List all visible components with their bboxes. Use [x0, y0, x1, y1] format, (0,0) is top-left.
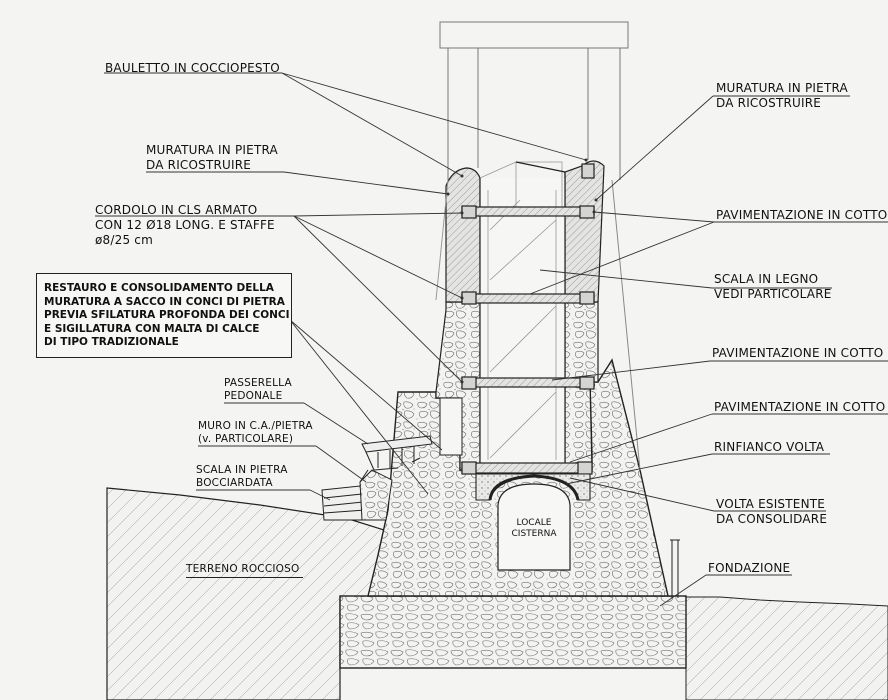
label-cisterna: LOCALE CISTERNA: [500, 518, 568, 540]
label-pavimentazione-2: PAVIMENTAZIONE IN COTTO: [712, 346, 884, 360]
label-muro: MURO IN C.A./PIETRA (v. PARTICOLARE): [198, 420, 313, 446]
label-cordolo-line1: CORDOLO IN CLS ARMATO: [95, 203, 258, 217]
label-rinfianco: RINFIANCO VOLTA: [714, 440, 825, 454]
label-scala-legno: SCALA IN LEGNO VEDI PARTICOLARE: [714, 272, 832, 302]
label-terreno: TERRENO ROCCIOSO: [186, 563, 304, 578]
label-restauro-line1: RESTAURO E CONSOLIDAMENTO DELLA: [44, 282, 274, 294]
label-volta-line2: DA CONSOLIDARE: [716, 512, 828, 526]
label-passerella: PASSERELLA PEDONALE: [224, 377, 292, 403]
label-cordolo: CORDOLO IN CLS ARMATO CON 12 Ø18 LONG. E…: [95, 203, 275, 248]
label-bauletto: BAULETTO IN COCCIOPESTO: [105, 61, 280, 75]
label-muro-line1: MURO IN C.A./PIETRA: [198, 420, 313, 432]
label-muratura-right: MURATURA IN PIETRA DA RICOSTRUIRE: [716, 81, 848, 111]
label-passerella-line1: PASSERELLA: [224, 377, 292, 389]
restauro-note-box: [36, 273, 292, 358]
label-restauro-line3: PREVIA SFILATURA PROFONDA DEI CONCI: [44, 309, 290, 321]
label-cordolo-line2: CON 12 Ø18 LONG. E STAFFE: [95, 218, 275, 232]
label-muratura-left: MURATURA IN PIETRA DA RICOSTRUIRE: [146, 143, 278, 173]
label-restauro-line2: MURATURA A SACCO IN CONCI DI PIETRA: [44, 295, 285, 308]
label-muratura-left-line1: MURATURA IN PIETRA: [146, 143, 278, 157]
label-volta-line1: VOLTA ESISTENTE: [716, 497, 826, 511]
label-volta: VOLTA ESISTENTE DA CONSOLIDARE: [716, 497, 827, 527]
label-pavimentazione-1: PAVIMENTAZIONE IN COTTO: [716, 208, 888, 222]
label-scala-pietra: SCALA IN PIETRA BOCCIARDATA: [196, 464, 288, 490]
label-passerella-line2: PEDONALE: [224, 390, 283, 402]
label-cordolo-line3: ø8/25 cm: [95, 233, 153, 247]
label-scala-legno-line1: SCALA IN LEGNO: [714, 272, 819, 286]
label-fondazione: FONDAZIONE: [708, 561, 791, 575]
label-muro-line2: (v. PARTICOLARE): [198, 433, 294, 445]
label-muratura-right-line2: DA RICOSTRUIRE: [716, 96, 822, 110]
label-cisterna-line1: LOCALE: [516, 518, 552, 528]
label-muratura-right-line1: MURATURA IN PIETRA: [716, 81, 848, 95]
label-scala-pietra-line2: BOCCIARDATA: [196, 477, 273, 489]
label-scala-pietra-line1: SCALA IN PIETRA: [196, 464, 288, 476]
label-scala-legno-line2: VEDI PARTICOLARE: [714, 287, 832, 301]
label-restauro: RESTAURO E CONSOLIDAMENTO DELLA MURATURA…: [44, 282, 290, 350]
label-pavimentazione-3: PAVIMENTAZIONE IN COTTO: [714, 400, 886, 414]
label-restauro-line5: DI TIPO TRADIZIONALE: [44, 336, 179, 348]
label-restauro-line4: E SIGILLATURA CON MALTA DI CALCE: [44, 322, 260, 335]
label-muratura-left-line2: DA RICOSTRUIRE: [146, 158, 252, 172]
label-cisterna-line2: CISTERNA: [511, 529, 557, 539]
